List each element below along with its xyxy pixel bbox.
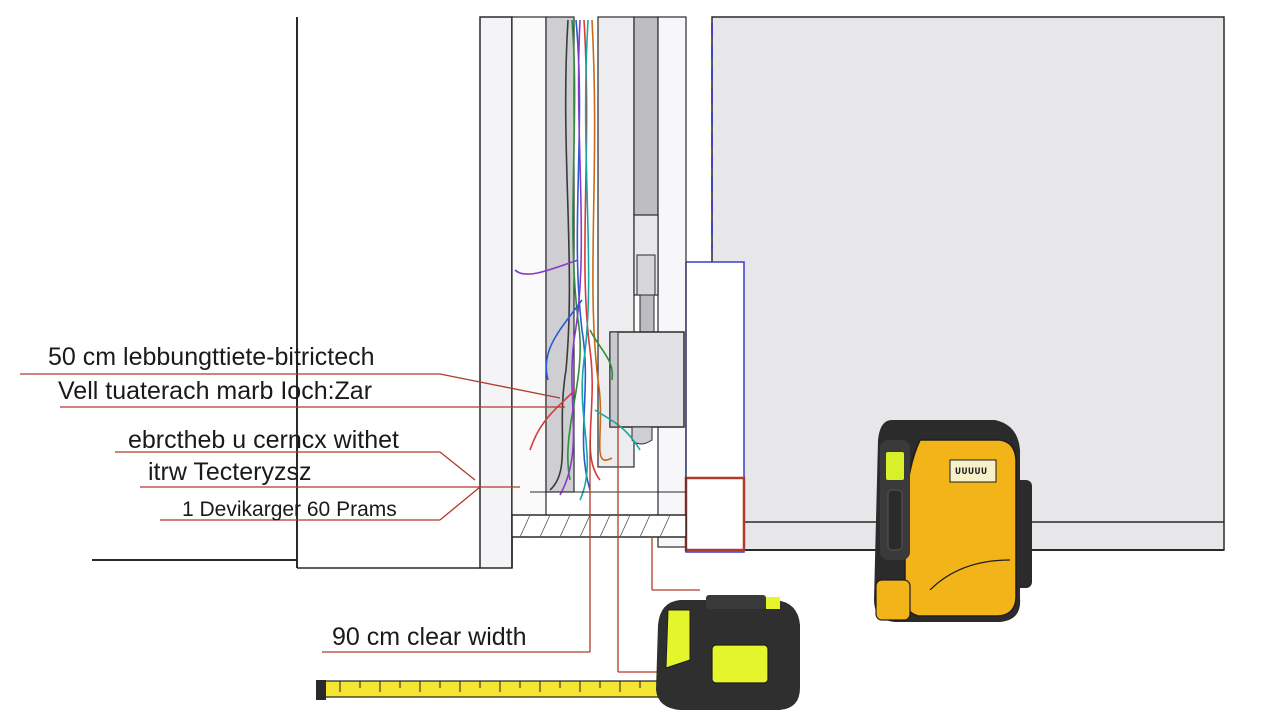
tape-measure-icon — [316, 595, 800, 710]
clear-width-label: 90 cm clear width — [332, 623, 527, 651]
annotation-label-5: 1 Devikarger 60 Prams — [182, 498, 397, 521]
door-frame — [511, 16, 746, 553]
annotation-leaders — [20, 373, 700, 673]
laser-level-icon — [874, 420, 1032, 622]
annotation-label-3: ebrctheb u cerncx withet — [128, 426, 399, 454]
annotation-label-4: itrw Tecteryzsz — [148, 458, 312, 486]
floor-threshold — [511, 491, 687, 568]
laser-level-screen-text: UUUUU — [955, 467, 988, 478]
wire-bundle — [514, 19, 641, 501]
junction-box-icon — [609, 331, 685, 445]
annotation-label-1: 50 cm lebbungttiete-bitrictech — [48, 343, 375, 371]
conduit-pipe — [633, 214, 659, 336]
annotation-label-2: Vell tuaterach marb Ioch:Zar — [58, 377, 373, 405]
